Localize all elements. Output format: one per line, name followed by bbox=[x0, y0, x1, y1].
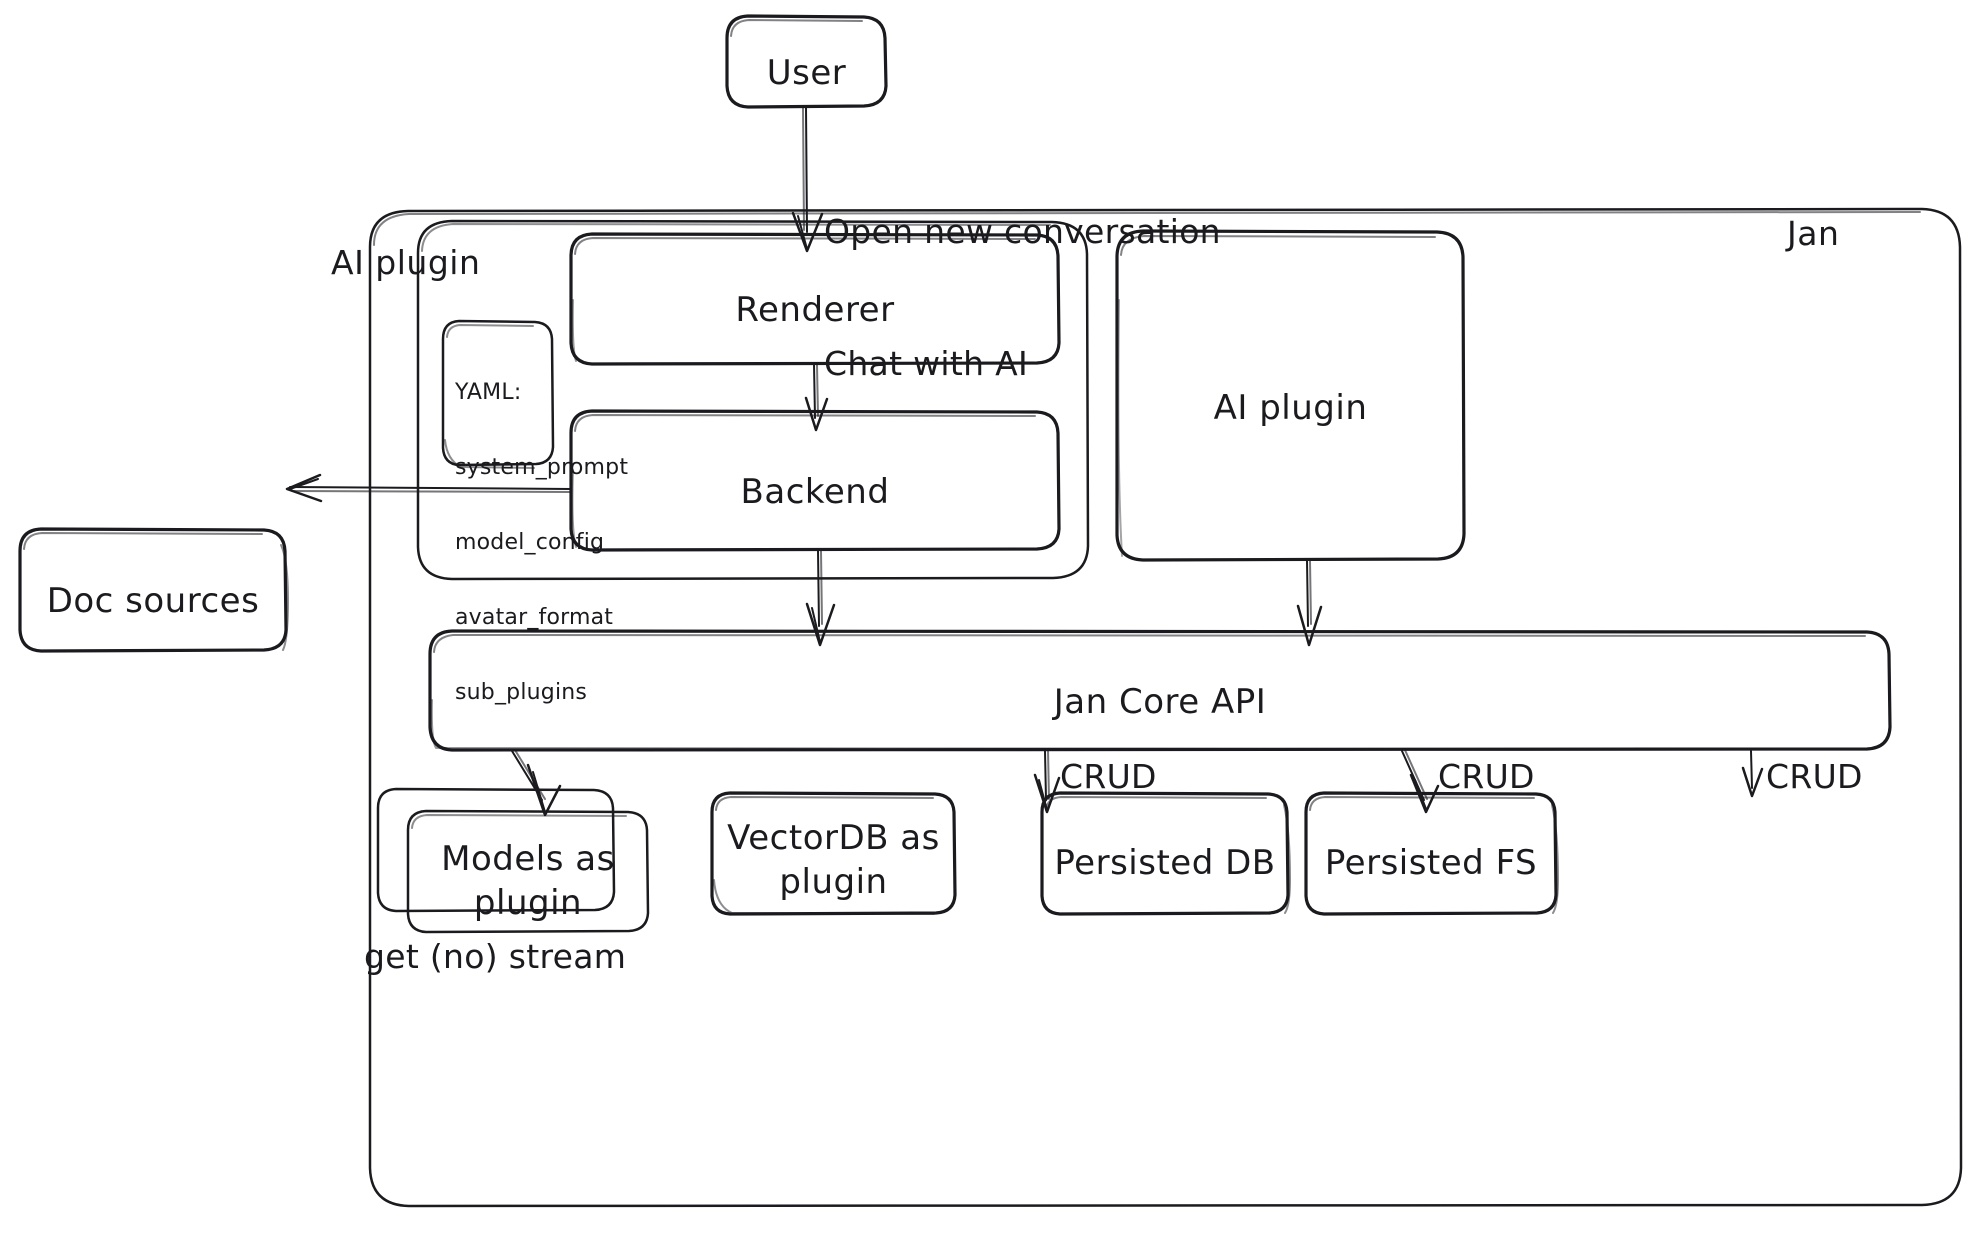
node-ai-plugin-border bbox=[1115, 229, 1466, 562]
node-doc-sources-border bbox=[18, 527, 289, 653]
edge-backend-to-doc-sources bbox=[285, 473, 572, 503]
node-vectordb-plugin-border bbox=[710, 791, 957, 916]
edge-core-to-models bbox=[511, 749, 562, 817]
edge-renderer-to-backend bbox=[804, 363, 829, 432]
group-jan-border bbox=[368, 207, 1963, 1208]
node-user-border bbox=[725, 14, 888, 109]
edge-core-to-persisted-fs bbox=[1741, 750, 1764, 798]
edge-core-to-persisted-db bbox=[1401, 749, 1440, 814]
node-persisted-fs-border bbox=[1304, 791, 1559, 916]
node-models-plugin-border bbox=[376, 787, 650, 934]
edge-user-to-renderer bbox=[791, 106, 824, 253]
node-yaml-border bbox=[441, 319, 555, 469]
node-jan-core-api-border bbox=[428, 629, 1892, 752]
node-persisted-db-border bbox=[1040, 791, 1291, 916]
group-ai-plugin-border bbox=[416, 219, 1090, 581]
edge-ai-plugin-to-core bbox=[1296, 559, 1323, 647]
node-backend-border bbox=[569, 409, 1061, 552]
edge-core-to-vectordb bbox=[1033, 749, 1061, 814]
node-renderer-border bbox=[569, 232, 1061, 366]
edge-backend-to-core bbox=[805, 549, 836, 647]
